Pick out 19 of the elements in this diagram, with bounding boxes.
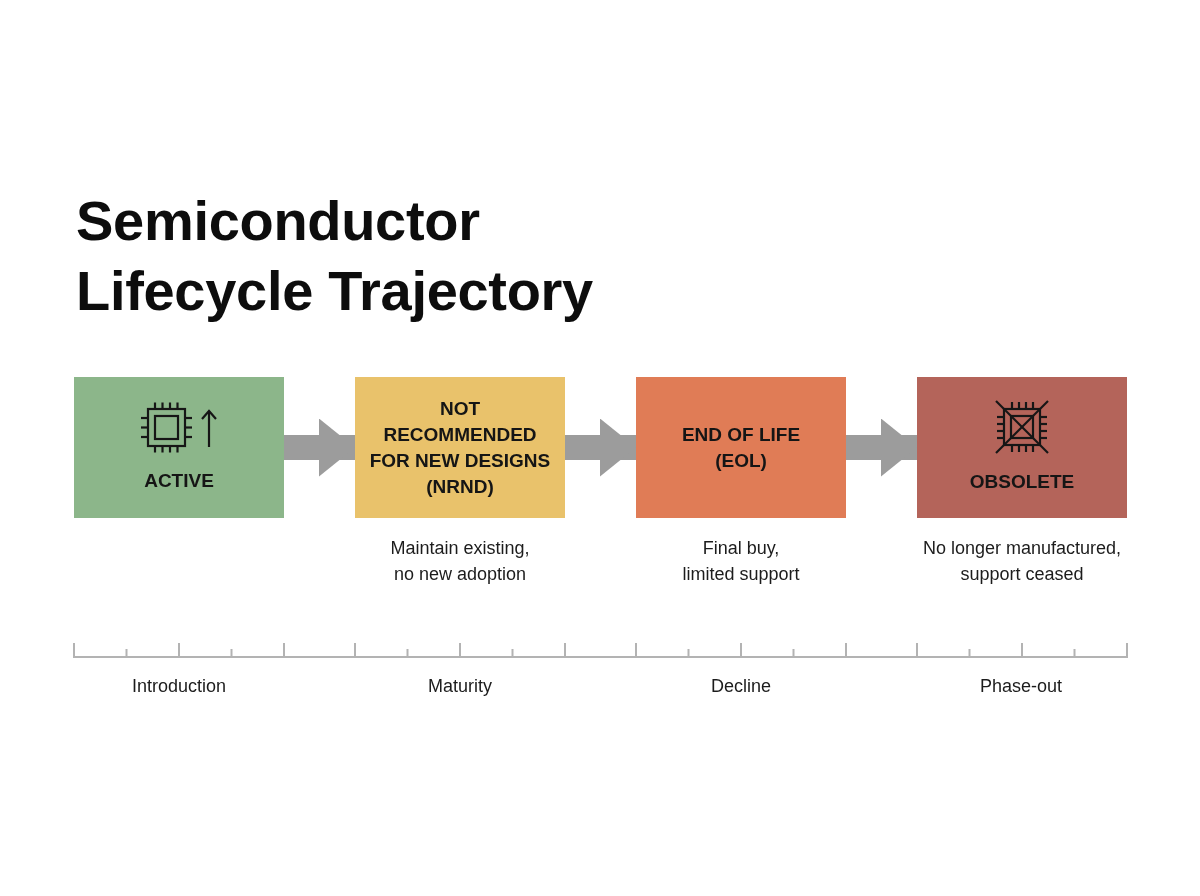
stage-label: ACTIVE <box>144 468 214 493</box>
stage-box <box>74 377 284 518</box>
phase-label: Introduction <box>131 675 227 698</box>
block-arrow <box>565 418 636 477</box>
stage-description: Final buy, limited support <box>681 537 801 586</box>
stage-label: OBSOLETE <box>969 470 1075 494</box>
stage-description: No longer manufactured, support ceased <box>921 537 1123 586</box>
stage-box <box>636 377 846 518</box>
block-arrow <box>846 418 917 477</box>
stage-label: END OF LIFE (EOL) <box>680 422 802 473</box>
stage-description: Maintain existing, no new adoption <box>389 537 531 586</box>
phase-label: Decline <box>711 675 771 698</box>
stage-box <box>917 377 1127 518</box>
phase-label: Phase-out <box>979 675 1063 698</box>
stage-box <box>355 377 565 518</box>
stage-label: NOT RECOMMENDED FOR NEW DESIGNS (NRND) <box>368 396 552 499</box>
title: Semiconductor Lifecycle Trajectory <box>76 188 594 324</box>
block-arrow <box>284 418 355 477</box>
phase-label: Maturity <box>428 675 492 698</box>
